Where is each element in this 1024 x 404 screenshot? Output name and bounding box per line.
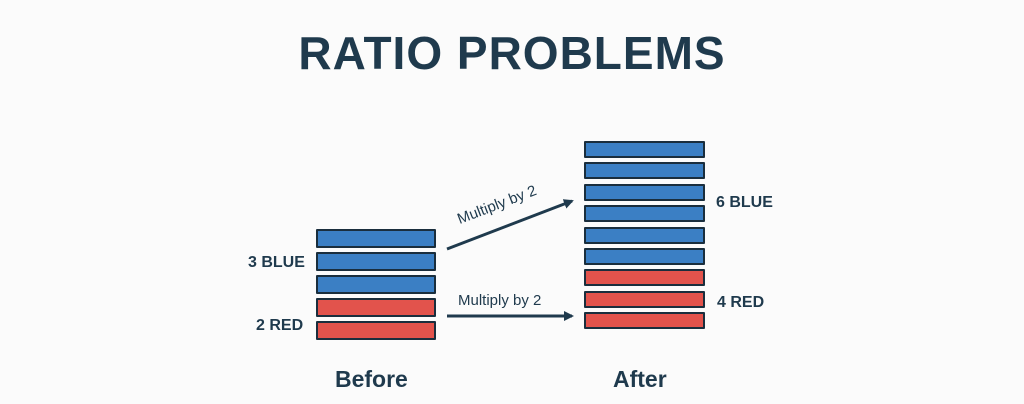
- before-blue-block: [316, 252, 436, 271]
- after-caption: After: [613, 366, 667, 392]
- before-stack: [316, 229, 436, 344]
- page-title: RATIO PROBLEMS: [298, 27, 726, 79]
- after-blue-block: [584, 162, 705, 180]
- before-blue-block: [316, 229, 436, 248]
- after-red-block: [584, 312, 705, 330]
- top-arrow: [446, 199, 574, 251]
- before-red-block: [316, 321, 436, 340]
- bottom-arrow-label: Multiply by 2: [458, 292, 542, 309]
- after-red-label: 4 RED: [717, 294, 765, 311]
- before-blue-block: [316, 275, 436, 294]
- after-blue-block: [584, 183, 705, 201]
- after-red-block: [584, 290, 705, 308]
- after-blue-block: [584, 226, 705, 244]
- before-red-label: 2 RED: [256, 317, 304, 334]
- after-blue-label: 6 BLUE: [716, 194, 773, 211]
- before-red-block: [316, 298, 436, 317]
- after-blue-block: [584, 205, 705, 223]
- after-stack: [584, 141, 705, 334]
- after-blue-block: [584, 141, 705, 158]
- before-blue-label: 3 BLUE: [248, 254, 305, 271]
- after-red-block: [584, 269, 705, 287]
- before-caption: Before: [335, 366, 408, 392]
- after-blue-block: [584, 247, 705, 265]
